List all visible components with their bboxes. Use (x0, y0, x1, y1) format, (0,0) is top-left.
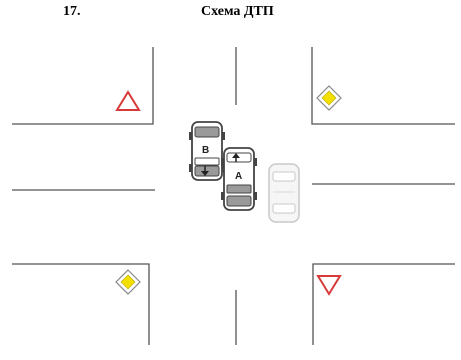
vehicle-a: A (221, 147, 257, 211)
priority-road-sign-bottom (115, 269, 141, 295)
road-edges (12, 47, 455, 345)
give-way-sign (316, 275, 342, 296)
curb-bottom-right (312, 263, 455, 345)
scheme-title: Схема ДТП (201, 4, 274, 19)
curb-top-left (12, 47, 154, 125)
vehicle-b: B (189, 121, 225, 181)
center-lines (12, 47, 455, 345)
header: 17. Схема ДТП (0, 0, 461, 30)
vehicle-a-label: A (235, 171, 242, 182)
ghost-vehicle (268, 163, 300, 223)
curb-bottom-left (12, 263, 150, 345)
vehicle-b-direction-arrow-icon (201, 166, 209, 176)
warning-triangle-sign (115, 90, 141, 111)
priority-road-sign-top (316, 85, 342, 111)
vehicle-a-direction-arrow-icon (232, 153, 240, 162)
scheme-number: 17. (63, 4, 81, 19)
curb-top-right (311, 47, 455, 125)
vehicle-b-label: B (202, 145, 209, 156)
